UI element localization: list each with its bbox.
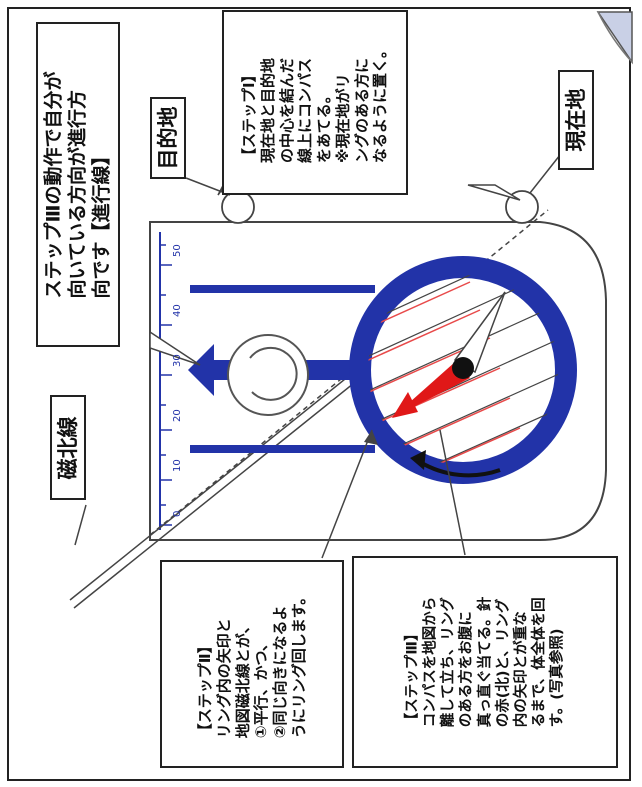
leader-current: [529, 154, 561, 194]
ruler-tick-label: 40: [172, 304, 183, 317]
step3-direction-text: ステップⅢの動作で自分が 向いている方向が進行方 向です【進行線】: [42, 71, 112, 298]
orienting-arrow-head: [392, 392, 418, 418]
leader-step3-direction: [149, 330, 201, 366]
current-location-text: 現在地: [563, 88, 588, 152]
step2-note: 【ステップⅡ】 リング内の矢印と 地図磁北線とが、 ①平行、かつ、 ②同じ向きに…: [160, 560, 344, 768]
leader-step2-arrowhead: [364, 430, 378, 445]
page-curl-icon: [596, 11, 633, 65]
step3-note: 【ステップⅢ】 コンパスを地図から 離して立ち、リング のある方をお腹に 真っ直…: [352, 556, 618, 768]
ruler-tick-label: 20: [172, 409, 183, 422]
ruler-tick-label: 0: [172, 510, 183, 517]
needle-pivot: [452, 357, 474, 379]
step3-text: 【ステップⅢ】 コンパスを地図から 離して立ち、リング のある方をお腹に 真っ直…: [404, 596, 566, 728]
ring-rotate-arrowhead: [410, 450, 426, 470]
step3-direction-note: ステップⅢの動作で自分が 向いている方向が進行方 向です【進行線】: [36, 22, 120, 347]
ruler-ticks: [160, 244, 172, 526]
step2-text: 【ステップⅡ】 リング内の矢印と 地図磁北線とが、 ①平行、かつ、 ②同じ向きに…: [195, 589, 308, 739]
destination-marker: [221, 190, 255, 224]
page-curl-shade: [597, 11, 633, 63]
step1-note: 【ステップⅠ】 現在地と目的地 の中心を結んだ 線上にコンパス をあてる。 ※現…: [222, 10, 408, 195]
leader-step1-b: [467, 184, 521, 201]
ring-rotate-arrow: [418, 460, 501, 478]
magnetic-north-label: 磁北線: [50, 395, 86, 500]
leader-step2: [321, 429, 373, 559]
current-location-label: 現在地: [558, 70, 594, 170]
ruler-tick-label: 30: [172, 354, 183, 367]
travel-bar-top: [190, 285, 375, 293]
compass-base-plate: [149, 221, 607, 541]
page-frame: [7, 7, 631, 781]
magnifier-reflection: [249, 346, 298, 401]
magnetic-north-text: 磁北線: [55, 416, 80, 479]
ruler-tick-label: 10: [172, 459, 183, 472]
destination-text: 目的地: [155, 106, 180, 170]
travel-arrow-head: [188, 344, 214, 396]
travel-bar-bottom: [190, 445, 375, 453]
step1-text: 【ステップⅠ】 現在地と目的地 の中心を結んだ 線上にコンパス をあてる。 ※現…: [240, 42, 390, 163]
ruler-tick-label: 50: [172, 244, 183, 257]
leader-magnetic-north: [74, 504, 87, 546]
destination-label: 目的地: [150, 97, 186, 179]
leader-step3: [439, 429, 466, 556]
